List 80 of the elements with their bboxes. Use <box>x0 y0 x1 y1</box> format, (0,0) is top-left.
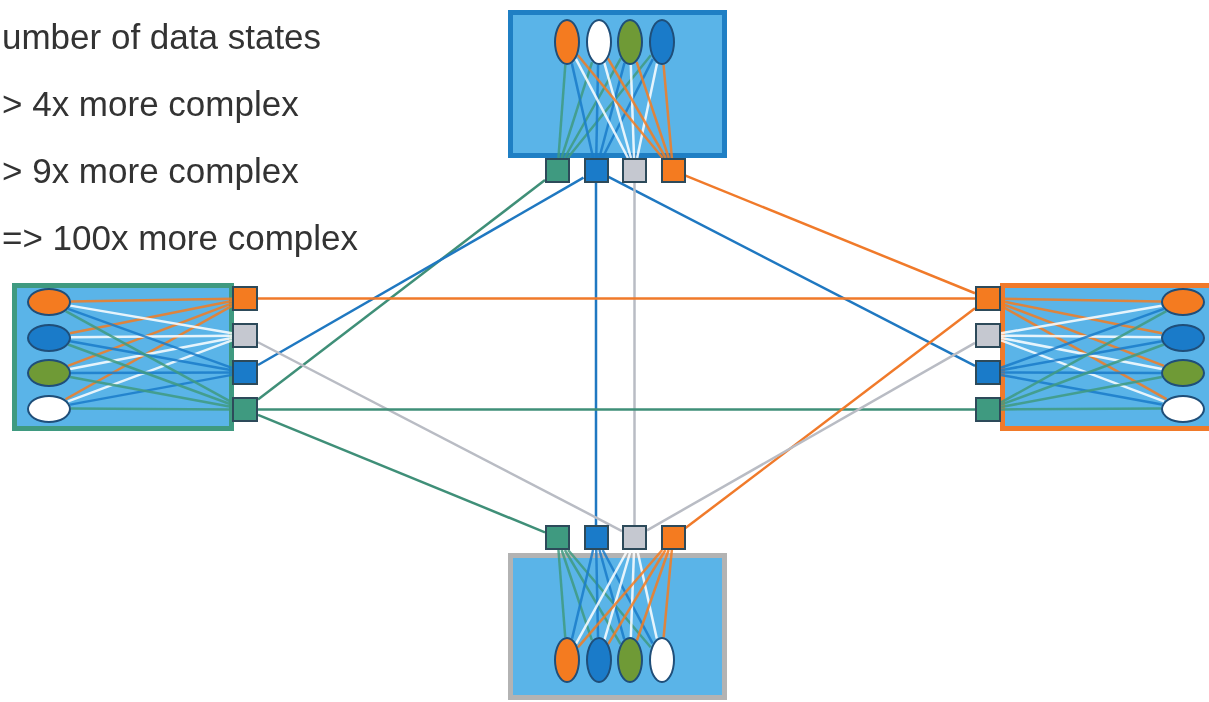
port-square <box>975 360 1001 385</box>
connector-line <box>635 63 659 159</box>
connector-line <box>257 176 585 367</box>
state-ellipse <box>27 394 71 423</box>
connector-line <box>257 341 623 533</box>
port-square <box>975 397 1001 422</box>
port-square <box>660 525 686 550</box>
connector-line <box>635 61 670 159</box>
port-square <box>622 525 647 550</box>
connector-line <box>567 549 652 649</box>
connector-line <box>1001 334 1161 339</box>
connector-line <box>258 408 975 411</box>
connector-line <box>606 549 667 645</box>
connector-line <box>1001 371 1161 375</box>
connector-line <box>603 62 633 159</box>
note-text: => 100x more complex <box>2 217 358 259</box>
state-ellipse <box>585 19 612 65</box>
connector-line <box>70 297 233 303</box>
connector-line <box>563 57 622 159</box>
connector-line <box>646 341 976 532</box>
port-square <box>975 323 1001 348</box>
state-ellipse <box>617 19 643 65</box>
port-square <box>545 158 570 183</box>
port-square <box>232 323 258 348</box>
port-square <box>583 525 609 550</box>
port-square <box>660 158 686 183</box>
connector-line <box>598 549 626 640</box>
state-ellipse <box>27 323 71 352</box>
connector-line <box>560 61 594 159</box>
state-ellipse <box>1161 288 1205 316</box>
port-square <box>975 286 1001 311</box>
connector-line <box>557 64 567 159</box>
connector-line <box>685 174 976 295</box>
state-ellipse <box>1161 359 1205 387</box>
connector-line <box>258 297 975 300</box>
connector-line <box>629 64 636 159</box>
port-square <box>232 286 258 311</box>
connector-line <box>570 549 595 640</box>
connector-line <box>662 549 674 638</box>
state-ellipse <box>27 359 71 387</box>
state-ellipse <box>1161 394 1205 423</box>
connector-line <box>257 413 546 534</box>
connector-line <box>607 175 976 367</box>
state-ellipse <box>1161 323 1205 352</box>
connector-line <box>601 549 654 644</box>
state-ellipse <box>554 19 580 65</box>
note-text: umber of data states <box>2 16 323 58</box>
state-ellipse <box>648 637 675 683</box>
port-square <box>232 360 258 385</box>
connector-line <box>1000 297 1162 303</box>
connector-line <box>574 58 630 159</box>
note-text: > 9x more complex <box>2 150 300 192</box>
note-text: > 4x more complex <box>2 83 300 125</box>
connector-line <box>566 54 652 159</box>
state-ellipse <box>27 288 71 316</box>
connector-line <box>633 183 636 525</box>
port-square <box>545 525 570 550</box>
connector-line <box>576 54 664 159</box>
connector-line <box>71 371 232 375</box>
connector-line <box>257 179 546 401</box>
connector-line <box>71 334 232 339</box>
state-ellipse <box>554 637 580 683</box>
state-ellipse <box>585 637 612 683</box>
port-square <box>583 158 609 183</box>
connector-line <box>1001 407 1161 411</box>
connector-line <box>557 549 567 638</box>
connector-line <box>606 57 667 159</box>
connector-line <box>560 549 594 641</box>
connector-line <box>576 549 664 649</box>
port-square <box>622 158 647 183</box>
connector-line <box>594 183 598 525</box>
connector-line <box>71 407 232 411</box>
connector-line <box>684 307 976 529</box>
connector-line <box>635 549 670 641</box>
connector-line <box>563 549 622 645</box>
state-ellipse <box>648 19 675 65</box>
connector-line <box>662 64 674 159</box>
state-ellipse <box>617 637 643 683</box>
connector-line <box>595 549 600 638</box>
port-square <box>232 397 258 422</box>
